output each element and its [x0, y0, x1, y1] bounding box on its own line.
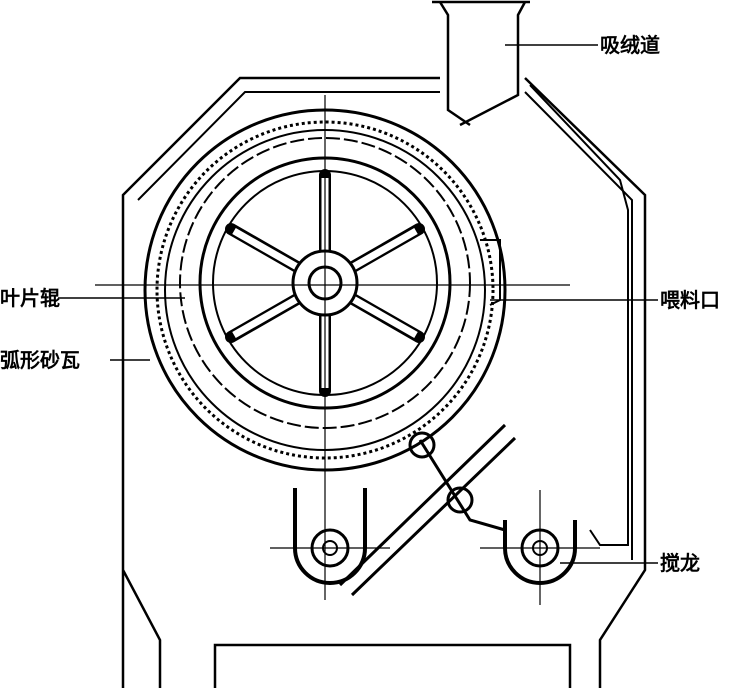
- centerlines: [95, 95, 570, 600]
- machine-housing: [121, 76, 647, 688]
- label-feed-inlet: 喂料口: [660, 288, 720, 312]
- leader-lines: [58, 44, 658, 564]
- auger-centerlines: [270, 490, 600, 605]
- tension-pulley: [446, 486, 474, 514]
- left-auger-trough: [293, 488, 367, 585]
- idler-pulley: [408, 431, 436, 459]
- label-arc-grit-plate: 弧形砂瓦: [0, 348, 80, 372]
- feed-inlet: [480, 239, 501, 306]
- label-blade-roller: 叶片辊: [0, 286, 60, 310]
- label-suction-duct: 吸绒道: [600, 33, 660, 57]
- arc-grit-plate-inner: [155, 120, 495, 460]
- housing-inner-line: [137, 91, 633, 560]
- label-auger: 搅龙: [660, 551, 700, 575]
- suction-duct: [432, 0, 530, 127]
- drive-belt: [338, 423, 517, 597]
- duct-inner-wall: [529, 84, 629, 546]
